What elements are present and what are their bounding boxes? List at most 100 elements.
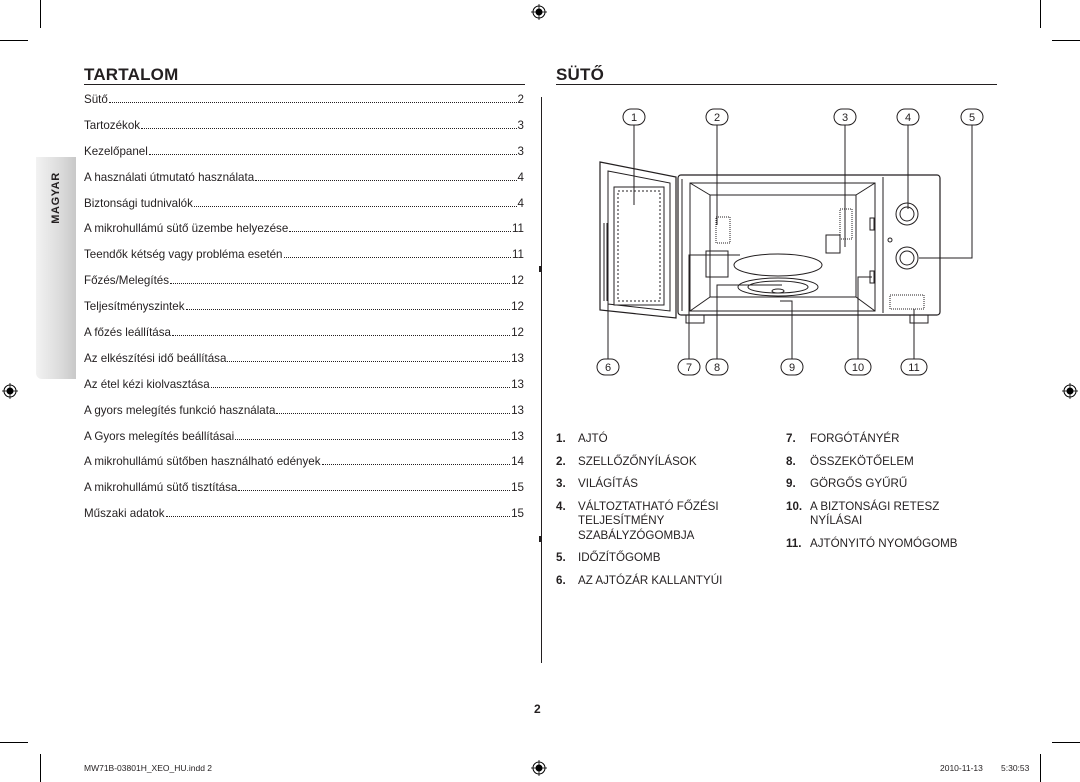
toc-leader-dots — [148, 153, 517, 155]
legend-item: 1.AJTÓ — [556, 432, 766, 447]
legend-item: 9.GÖRGŐS GYŰRŰ — [786, 477, 996, 492]
toc-entry-page: 13 — [511, 351, 524, 365]
toc-entry-label: Főzés/Melegítés — [84, 274, 170, 288]
toc-entry-page: 13 — [511, 403, 524, 417]
toc-entry-label: A főzés leállítása — [84, 326, 172, 340]
toc-entry-label: A mikrohullámú sütő tisztítása — [84, 481, 238, 495]
toc-entry-page: 3 — [517, 118, 524, 132]
oven-title: SÜTŐ — [556, 65, 605, 84]
toc-leader-dots — [283, 257, 511, 259]
toc-entry: Az étel kézi kiolvasztása 13 — [84, 378, 524, 404]
legend-text: SZELLŐZŐNYÍLÁSOK — [578, 454, 697, 468]
toc-entry-label: A mikrohullámú sütőben használható edény… — [84, 455, 321, 469]
toc-entry-label: Az étel kézi kiolvasztása — [84, 377, 210, 391]
legend-item: 8.ÖSSZEKÖTŐELEM — [786, 455, 996, 470]
legend-number: 9. — [786, 477, 796, 490]
toc-leader-dots — [235, 438, 511, 440]
toc-entry-page: 12 — [511, 274, 524, 288]
toc-entry-label: A Gyors melegítés beállításai — [84, 429, 235, 443]
crop-mark — [1052, 742, 1080, 743]
toc-leader-dots — [170, 283, 511, 285]
callout-number: 11 — [908, 362, 919, 374]
page-number: 2 — [534, 702, 541, 716]
toc-leader-dots — [321, 464, 511, 466]
legend-right: 7.FORGÓTÁNYÉR 8.ÖSSZEKÖTŐELEM 9.GÖRGŐS GYŰ… — [786, 432, 996, 559]
legend-text: AJTÓ — [578, 432, 608, 445]
callout-number: 9 — [789, 362, 795, 374]
toc-entry-page: 2 — [517, 93, 524, 106]
legend-item: 7.FORGÓTÁNYÉR — [786, 432, 996, 447]
toc-entry: A főzés leállítása 12 — [84, 326, 524, 352]
legend-text: AJTÓNYITÓ NYOMÓGOMB — [810, 536, 958, 550]
callout-number: 6 — [605, 362, 611, 374]
toc-entry-label: Teljesítményszintek — [84, 300, 185, 314]
toc-leader-dots — [193, 205, 517, 207]
language-tab — [36, 157, 76, 379]
toc-title-rule — [84, 84, 525, 85]
toc-entry-page: 13 — [511, 377, 524, 391]
toc-entry: Tartozékok 3 — [84, 119, 524, 145]
toc-leader-dots — [108, 102, 517, 103]
toc-entry-label: A használati útmutató használata — [84, 170, 255, 184]
toc-entry-label: Műszaki adatok — [84, 507, 165, 521]
toc-entry-label: Tartozékok — [84, 118, 141, 132]
callout-number: 7 — [686, 362, 692, 374]
legend-text: ÖSSZEKÖTŐELEM — [810, 454, 914, 468]
toc-leader-dots — [141, 127, 517, 129]
toc-title: TARTALOM — [84, 65, 179, 84]
legend-number: 2. — [556, 454, 566, 468]
footer-time: 5:30:53 — [1001, 763, 1030, 773]
toc-leader-dots — [210, 386, 511, 388]
legend-number: 7. — [786, 432, 796, 445]
crop-mark — [1052, 40, 1080, 41]
toc-entry-page: 12 — [511, 300, 524, 314]
registration-mark-icon — [531, 760, 547, 776]
footer-date: 2010-11-13 — [940, 763, 983, 773]
toc-entry-page: 11 — [511, 248, 524, 262]
toc-leader-dots — [238, 490, 511, 492]
toc-entry-label: Teendők kétség vagy probléma esetén — [84, 248, 283, 262]
toc-leader-dots — [227, 360, 511, 362]
legend-number: 4. — [556, 499, 566, 513]
callout-number: 3 — [842, 112, 848, 124]
callout-number: 8 — [714, 362, 720, 374]
legend-text: AZ AJTÓZÁR KALLANTYÚI — [578, 573, 723, 587]
crop-mark — [0, 742, 28, 743]
legend-item: 10.A BIZTONSÁGI RETESZ NYÍLÁSAI — [786, 500, 996, 529]
legend-text: IDŐZÍTŐGOMB — [578, 551, 661, 564]
legend-item: 5.IDŐZÍTŐGOMB — [556, 551, 766, 566]
legend-number: 6. — [556, 573, 566, 587]
toc-leader-dots — [255, 179, 517, 181]
callout-number: 4 — [905, 112, 911, 124]
legend-item: 4.VÁLTOZTATHATÓ FŐZÉSI TELJESÍTMÉNY SZAB… — [556, 500, 766, 544]
language-tab-label: MAGYAR — [50, 172, 62, 224]
crop-mark — [1040, 754, 1041, 782]
toc-leader-dots — [289, 231, 511, 233]
legend-item: 11.AJTÓNYITÓ NYOMÓGOMB — [786, 537, 996, 552]
crop-mark — [0, 40, 28, 41]
legend-item: 6. AZ AJTÓZÁR KALLANTYÚI — [556, 574, 766, 589]
legend-item: 2. SZELLŐZŐNYÍLÁSOK — [556, 455, 766, 470]
toc-entry-page: 15 — [511, 481, 524, 495]
toc-leader-dots — [185, 309, 511, 311]
toc-entry-label: Kezelőpanel — [84, 144, 148, 158]
toc-entry: Teendők kétség vagy probléma esetén 11 — [84, 248, 524, 274]
toc-leader-dots — [276, 412, 511, 414]
toc-entry-label: A gyors melegítés funkció használata — [84, 403, 276, 417]
divider-tick — [539, 266, 541, 272]
legend-text: A BIZTONSÁGI RETESZ NYÍLÁSAI — [810, 499, 940, 528]
toc-leader-dots — [172, 335, 511, 337]
toc-entry-page: 12 — [511, 326, 524, 340]
toc-entry-page: 15 — [511, 507, 524, 521]
toc-entry-page: 14 — [511, 455, 524, 469]
toc-entry: A gyors melegítés funkció használata 13 — [84, 404, 524, 430]
